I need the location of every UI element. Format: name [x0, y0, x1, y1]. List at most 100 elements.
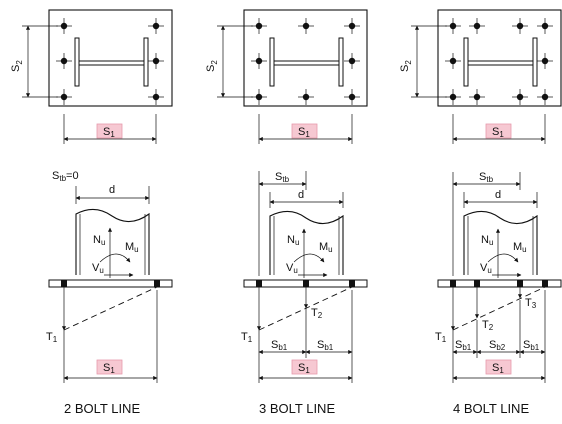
mu-label: Mu [125, 241, 139, 254]
stb-label: Stb [479, 171, 494, 184]
nu-label: Nu [287, 234, 299, 247]
caption-2-bolt-line: 2 BOLT LINE [64, 401, 140, 416]
t1-label: T1 [435, 331, 447, 344]
base-plate-outline [48, 9, 173, 107]
plan-view-3: S2 S1 [399, 9, 562, 144]
t2-label: T2 [311, 307, 323, 320]
s1-dimension: S1 [452, 114, 546, 144]
mu-label: Mu [513, 241, 527, 254]
base-plate-elevation [437, 279, 562, 288]
bolt [298, 18, 314, 34]
s2-label: S2 [10, 60, 24, 72]
tension-line [258, 286, 353, 331]
mu-label: Mu [319, 241, 333, 254]
panel-4-bolt-line: S2 S1 Stb d Nu Mu [399, 9, 562, 416]
t3-label: T3 [525, 297, 537, 310]
anchor-bolts [56, 18, 164, 105]
s1-label: S1 [298, 126, 310, 139]
bolt [445, 18, 461, 34]
nu-label: Nu [481, 234, 493, 247]
s2-label: S2 [205, 60, 219, 72]
base-plate-outline [243, 9, 368, 107]
column-stub [75, 208, 150, 275]
s2-label: S2 [399, 60, 413, 72]
panel-3-bolt-line: S2 S1 Stb d Nu [205, 9, 368, 416]
bolt [56, 18, 72, 34]
s1-label: S1 [492, 362, 504, 375]
nu-label: Nu [93, 234, 105, 247]
tension-line [452, 286, 546, 331]
bolt [148, 18, 164, 34]
bolt [512, 18, 528, 34]
tension-line [63, 286, 158, 331]
caption-4-bolt-line: 4 BOLT LINE [453, 401, 529, 416]
t1-label: T1 [46, 331, 58, 344]
caption-3-bolt-line: 3 BOLT LINE [259, 401, 335, 416]
bolt [537, 89, 553, 105]
bolt [469, 18, 485, 34]
sb1-label-left: Sb1 [271, 339, 288, 352]
column-stub [269, 210, 344, 275]
sb1-label-right: Sb1 [317, 339, 334, 352]
moment-arrow [487, 253, 519, 263]
bolt [445, 53, 461, 69]
s1-label: S1 [298, 362, 310, 375]
bolt [251, 18, 267, 34]
base-plate-outline [437, 9, 562, 107]
sb1-label-right: Sb1 [523, 339, 540, 352]
bolt [512, 89, 528, 105]
s2-dimension: S2 [399, 25, 447, 98]
bolt [298, 89, 314, 105]
moment-arrow [99, 253, 131, 263]
panel-2-bolt-line: S2 S1 Stb=0 d Nu [10, 9, 173, 416]
d-label: d [109, 184, 115, 196]
bolt [251, 89, 267, 105]
bolt [56, 53, 72, 69]
s1-dimension: S1 [63, 114, 157, 144]
s1-label: S1 [492, 126, 504, 139]
vu-label: Vu [92, 262, 104, 275]
bolt [56, 89, 72, 105]
moment-arrow [293, 253, 325, 263]
s1-label: S1 [103, 362, 115, 375]
column-stub [463, 210, 538, 275]
anchor-bolts [251, 18, 360, 105]
plan-view-1: S2 S1 [10, 9, 173, 144]
h-column-section [269, 37, 344, 87]
vu-label: Vu [480, 262, 492, 275]
bolt [344, 53, 360, 69]
sb1-label-left: Sb1 [455, 339, 472, 352]
t2-label: T2 [482, 319, 494, 332]
stb-zero-label: Stb=0 [52, 170, 79, 183]
sb2-label: Sb2 [489, 339, 506, 352]
bolt [445, 89, 461, 105]
bolt [148, 89, 164, 105]
elevation-view-1: Stb=0 d Nu Mu Vu T1 [46, 170, 173, 383]
bolt [344, 89, 360, 105]
s1-dimension: S1 [258, 114, 353, 144]
bolt [344, 18, 360, 34]
s2-dimension: S2 [10, 25, 58, 98]
d-label: d [298, 189, 304, 201]
bolt [537, 18, 553, 34]
h-column-section [74, 37, 149, 87]
stb-label: Stb [275, 171, 290, 184]
anchor-bolts [445, 18, 553, 105]
s1-highlight [96, 123, 123, 139]
h-column-section [463, 37, 538, 87]
plan-view-2: S2 S1 [205, 9, 368, 144]
bolt [469, 89, 485, 105]
elevation-view-2: Stb d Nu Mu Vu T1 T2 [241, 171, 368, 383]
s2-dimension: S2 [205, 25, 253, 98]
elevation-view-3: Stb d Nu Mu Vu T1 T2 T3 [435, 171, 562, 383]
bolt [148, 53, 164, 69]
s1-label: S1 [103, 126, 115, 139]
d-label: d [495, 189, 501, 201]
base-plate-elevation [48, 279, 173, 288]
bolt [251, 53, 267, 69]
bolt [537, 53, 553, 69]
vu-label: Vu [286, 262, 298, 275]
t1-label: T1 [241, 331, 253, 344]
